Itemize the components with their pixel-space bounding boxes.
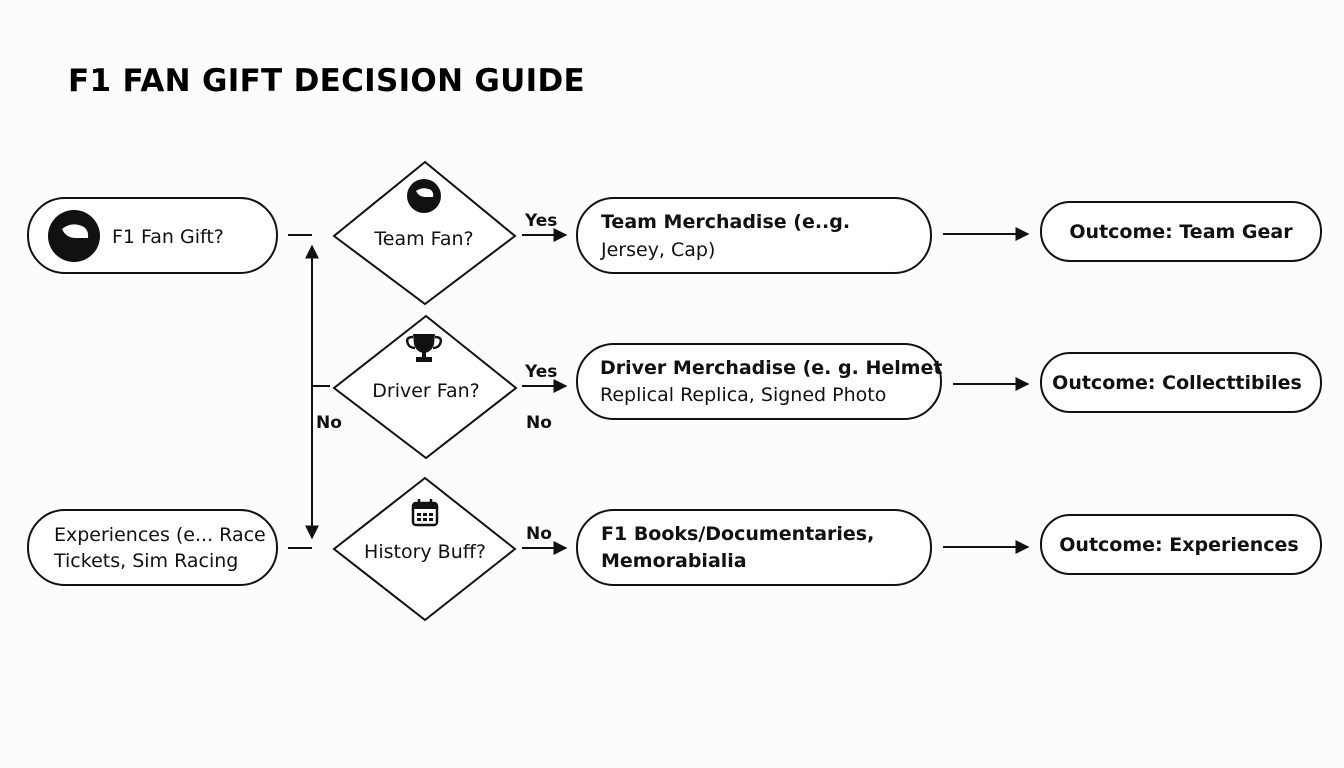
left-no-label: No [316, 413, 342, 433]
edge-label-yes: Yes [524, 211, 557, 231]
option-line1-text: Driver Merchadise (e. g. Helmet [600, 357, 943, 379]
start-node: F1 Fan Gift? [27, 197, 278, 274]
decision-team-fan: Team Fan? [332, 160, 517, 306]
option-line1: Team Merchadise (e..g. [601, 211, 850, 233]
option-line1-text: Team Merchadise (e..g. [601, 211, 850, 233]
decision-driver-fan: Driver Fan? [332, 314, 518, 460]
experiences-box: Experiences (e... Race Tickets, Sim Raci… [27, 509, 278, 586]
option-line2: Jersey, Cap) [600, 239, 715, 261]
option-line1: F1 Books/Documentaries, [601, 523, 874, 545]
outcome-experiences: Outcome: Experiences [1040, 514, 1322, 575]
edge-label-yes: Yes [524, 362, 557, 382]
option-team-merchandise: Team Merchadise (e..g. Jersey, Cap) [576, 197, 932, 274]
decision-driver-label: Driver Fan? [372, 380, 479, 402]
edge-label-no: No [526, 524, 552, 544]
outcome-label: Outcome: Experiences [1059, 534, 1298, 556]
experiences-line1: Experiences (e... Race [54, 524, 266, 546]
option-line2: Replical Replica, Signed Photo [600, 384, 886, 406]
left-connectors: No [288, 234, 342, 549]
decision-history-label: History Buff? [364, 541, 486, 563]
helmet-icon [48, 210, 100, 262]
page-title: F1 FAN GIFT DECISION GUIDE [68, 63, 585, 99]
edge-label-no: No [526, 413, 552, 433]
decision-history-buff: History Buff? [332, 476, 517, 622]
option-books-memorabilia: F1 Books/Documentaries, Memorabialia [576, 509, 932, 586]
option-line2: Memorabialia [601, 550, 747, 572]
outcome-collectibles: Outcome: Collecttibiles [1040, 352, 1322, 413]
outcome-team-gear: Outcome: Team Gear [1040, 201, 1322, 262]
experiences-line2: Tickets, Sim Racing [53, 550, 238, 572]
calendar-icon [411, 499, 439, 527]
start-label: F1 Fan Gift? [112, 226, 224, 248]
outcome-label: Outcome: Collecttibiles [1052, 372, 1302, 394]
helmet-icon [407, 179, 441, 213]
option-driver-merchandise: Driver Merchadise (e. g. Helmet Replical… [576, 343, 943, 420]
trophy-icon [405, 334, 443, 362]
option-line1: Driver Merchadise (e. g. Helmet [600, 357, 943, 379]
decision-team-label: Team Fan? [373, 228, 473, 250]
outcome-label: Outcome: Team Gear [1069, 221, 1293, 243]
